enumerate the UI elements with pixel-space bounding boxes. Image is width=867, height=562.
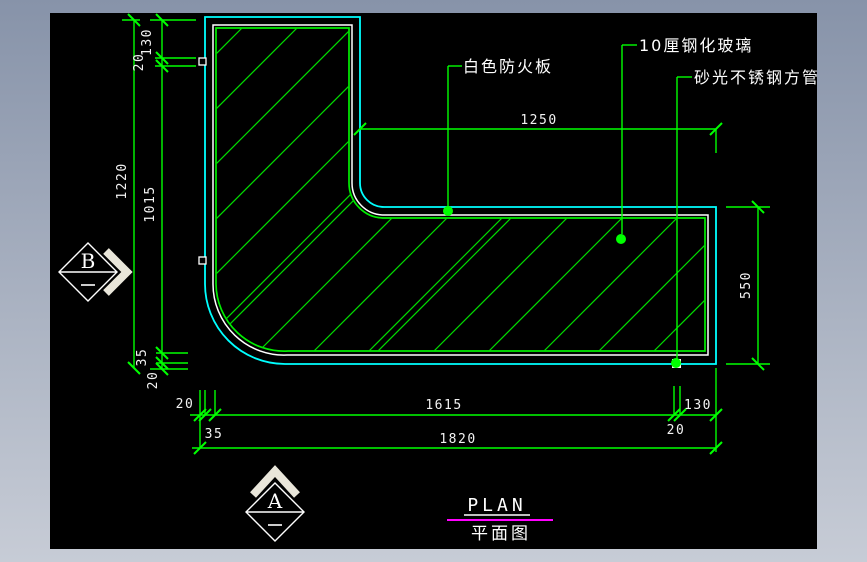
dim-20-bottom-right: 20 — [667, 423, 686, 438]
label-stainless-tube: 砂光不锈钢方管 — [694, 68, 820, 87]
label-tempered-glass: 10厘钢化玻璃 — [639, 36, 753, 55]
section-marker-a: A — [245, 465, 305, 542]
dim-130-bottom: 130 — [684, 398, 712, 413]
leader-dot — [671, 358, 681, 368]
section-arrow-up-icon — [250, 465, 300, 498]
section-marker-b: B — [58, 242, 133, 302]
dim-1250: 1250 — [520, 113, 557, 128]
leader-tempered-glass: 10厘钢化玻璃 — [616, 36, 753, 244]
drawing-canvas[interactable] — [50, 13, 817, 549]
leader-fireproof-board: 白色防火板 — [443, 57, 553, 216]
dim-35-left: 35 — [135, 348, 150, 367]
dim-130-top: 130 — [140, 28, 155, 56]
leader-dot — [616, 234, 626, 244]
dim-1820: 1820 — [439, 432, 476, 447]
counter-outline — [198, 16, 717, 365]
label-fireproof-board: 白色防火板 — [463, 57, 553, 76]
dim-20-top: 20 — [132, 53, 147, 72]
top-dimension: 1250 — [353, 113, 723, 153]
leader-dot — [443, 206, 453, 216]
dim-550: 550 — [739, 271, 754, 299]
marker-letter-b: B — [81, 249, 96, 273]
dim-1220: 1220 — [115, 162, 130, 199]
left-dimensions: 1220 1015 130 20 35 20 — [115, 13, 196, 390]
title-block: PLAN 平面图 — [447, 495, 553, 544]
dim-20-left-bottom: 20 — [146, 371, 161, 390]
marker-letter-a: A — [267, 489, 283, 513]
dim-35-bottom: 35 — [205, 427, 224, 442]
break-marker-top — [198, 57, 207, 66]
counter-outer-edge — [204, 16, 717, 365]
title-en: PLAN — [467, 495, 526, 516]
dim-1615: 1615 — [425, 398, 462, 413]
right-dimension: 550 — [726, 200, 770, 371]
leader-stainless-tube: 砂光不锈钢方管 — [671, 68, 820, 368]
bottom-dimensions: 20 35 1615 20 130 1820 — [176, 368, 723, 455]
dim-1015: 1015 — [143, 185, 158, 222]
section-arrow-right-icon — [103, 248, 133, 296]
counter-middle-edge — [212, 24, 709, 356]
title-zh: 平面图 — [471, 524, 531, 544]
dim-20-bottom-left: 20 — [176, 397, 195, 412]
break-marker-mid — [198, 256, 207, 265]
counter-inner-edge — [215, 27, 706, 352]
